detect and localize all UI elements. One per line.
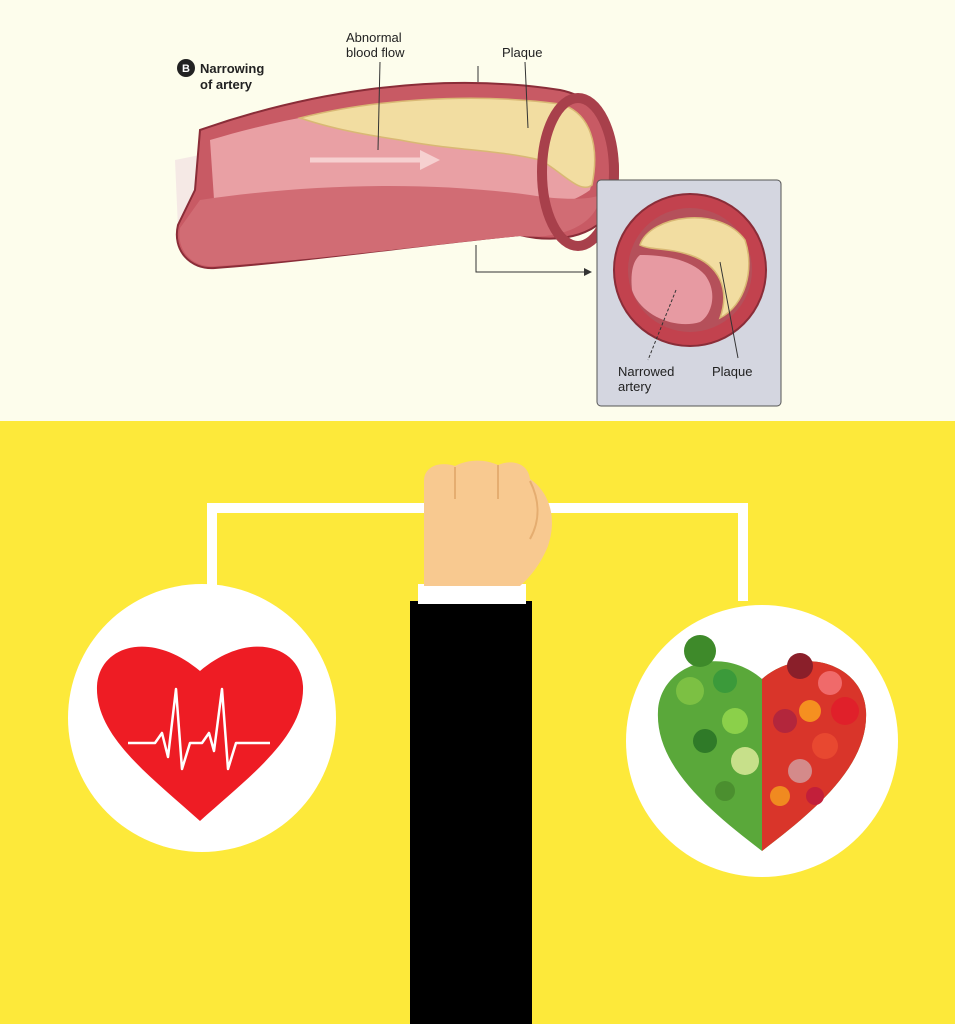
narrowed-label-line2: artery — [618, 379, 652, 394]
balance-illustration — [0, 421, 955, 1024]
cross-plaque-leader-line — [719, 261, 739, 359]
flow-arrow-head — [420, 150, 440, 170]
flow-label-line1: Abnormal — [346, 30, 402, 45]
artery-cut-end — [537, 93, 619, 251]
heart-ecg-icon — [96, 646, 304, 821]
shirt-cuff — [418, 584, 526, 604]
inset-connector — [475, 245, 588, 273]
narrowed-label-line1: Narrowed — [618, 364, 674, 379]
cross-plaque-label: Plaque — [712, 364, 752, 379]
arm-sleeve — [410, 601, 532, 1024]
flow-label-line2: blood flow — [346, 45, 405, 60]
badge-letter: B — [182, 63, 190, 75]
cross-section-lumen — [631, 255, 713, 325]
badge-circle — [177, 59, 195, 77]
artery-diagram: B Narrowing of artery Abnormal blood flo… — [0, 0, 955, 421]
inset-connector-arrow — [584, 268, 592, 276]
diagram-title-line2: of artery — [200, 77, 253, 92]
narrowed-leader-line — [647, 289, 677, 361]
artery-diagram-panel: B Narrowing of artery Abnormal blood flo… — [0, 0, 955, 421]
flow-leader-line — [377, 61, 381, 151]
plaque-deposit — [297, 97, 596, 188]
plaque-label: Plaque — [502, 45, 542, 60]
vegetable-heart-icon — [657, 635, 867, 851]
diagram-title-line1: Narrowing — [200, 61, 264, 76]
fist-icon — [424, 460, 552, 586]
balance-illustration-panel — [0, 421, 955, 1024]
cross-section-plaque — [639, 217, 750, 320]
artery-lower-wall — [179, 185, 600, 267]
plaque-leader-line — [524, 61, 529, 129]
